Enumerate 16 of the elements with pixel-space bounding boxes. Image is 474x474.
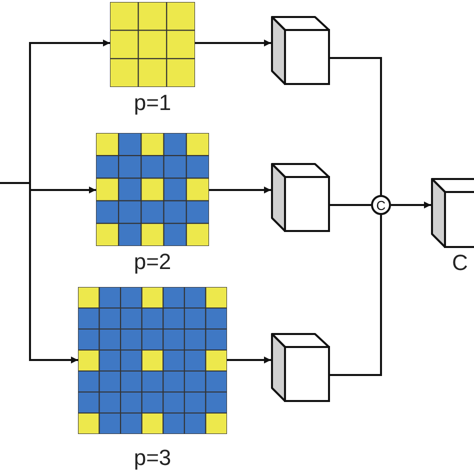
feature-cube (431, 178, 474, 248)
arrow (227, 356, 271, 364)
feature-cube (271, 16, 330, 85)
node-caption: p=2 (132, 251, 172, 273)
arrow (195, 40, 271, 46)
node-caption: p=1 (132, 92, 172, 114)
arrow (0, 182, 78, 364)
arrow (391, 202, 431, 208)
kernel-grid (78, 287, 227, 434)
feature-cube (271, 333, 330, 402)
feature-cube (271, 163, 330, 232)
kernel-grid (96, 133, 209, 246)
node-caption: C (452, 252, 469, 274)
node-caption: p=3 (132, 447, 172, 469)
arrow (209, 186, 271, 194)
kernel-grid (110, 2, 195, 87)
